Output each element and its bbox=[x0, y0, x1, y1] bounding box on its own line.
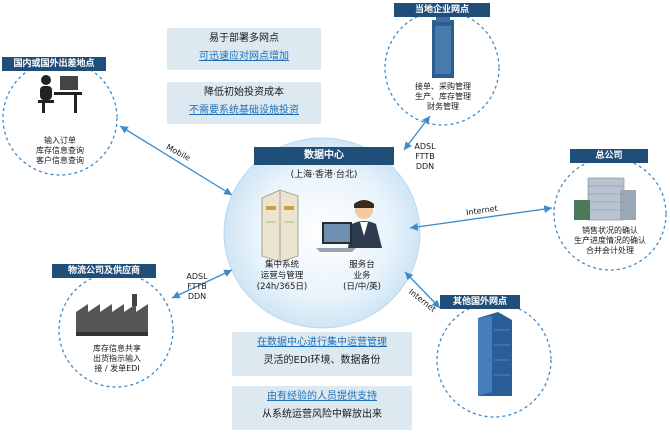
bottom-info-2-line-1: 由有经验的人员提供支持 bbox=[267, 391, 377, 402]
hq-desc: 销售状况的确认 生产进度情况的确认 合并会计处理 bbox=[574, 226, 646, 255]
other-building-icon bbox=[478, 312, 512, 396]
overseas-title: 国内或国外出差地点 bbox=[2, 57, 106, 71]
top-info-1-line-1: 易于部署多网点 bbox=[209, 33, 279, 44]
local-desc: 接单、采购管理 生产、库存管理 财务管理 bbox=[415, 82, 471, 111]
top-info-box-2: 降低初始投资成本 不需要系统基础设施投资 bbox=[167, 82, 321, 124]
hq-building-icon bbox=[574, 177, 636, 221]
factory-icon bbox=[76, 294, 148, 336]
local-link-label: ADSL FTTB DDN bbox=[414, 142, 436, 171]
top-info-box-1: 易于部署多网点 可迅速应对网点增加 bbox=[167, 28, 321, 70]
logistics-desc: 库存信息共享 出货指示输入 接 / 发单EDI bbox=[93, 344, 141, 373]
system-desc: 集中系统 运营与管理 (24h/365日) bbox=[256, 260, 308, 292]
server-icon bbox=[261, 189, 299, 263]
bottom-info-box-1: 在数据中心进行集中运营管理 灵活的EDI环境、数据备份 bbox=[232, 332, 412, 376]
top-info-2-line-1: 降低初始投资成本 bbox=[204, 87, 284, 98]
person-at-desk-icon bbox=[38, 75, 82, 113]
other-title: 其他国外网点 bbox=[440, 295, 520, 309]
bottom-info-1-line-1: 在数据中心进行集中运营管理 bbox=[257, 337, 387, 348]
top-info-2-line-2: 不需要系统基础设施投资 bbox=[189, 105, 299, 116]
overseas-desc: 输入订单 库存信息查询 客户信息查询 bbox=[36, 136, 84, 165]
bottom-info-1-line-2: 灵活的EDI环境、数据备份 bbox=[263, 355, 381, 366]
service-desc: 服务台 业务 (日/中/英) bbox=[343, 260, 381, 292]
logistics-title: 物流公司及供应商 bbox=[52, 264, 156, 278]
top-info-1-line-2: 可迅速应对网点增加 bbox=[199, 51, 289, 62]
local-title: 当地企业网点 bbox=[394, 3, 490, 17]
overseas-circle bbox=[2, 60, 118, 176]
data-center-location: (上海·香港·台北) bbox=[290, 170, 358, 180]
local-building-icon bbox=[432, 14, 454, 78]
logistics-link-label: ADSL FTTB DDN bbox=[186, 272, 208, 301]
hq-title: 总公司 bbox=[570, 149, 648, 163]
bottom-info-2-line-2: 从系统运营风险中解放出来 bbox=[262, 409, 382, 420]
data-center-title: 数据中心 bbox=[254, 147, 394, 165]
bottom-info-box-2: 由有经验的人员提供支持 从系统运营风险中解放出来 bbox=[232, 386, 412, 430]
service-person-icon bbox=[316, 200, 382, 252]
